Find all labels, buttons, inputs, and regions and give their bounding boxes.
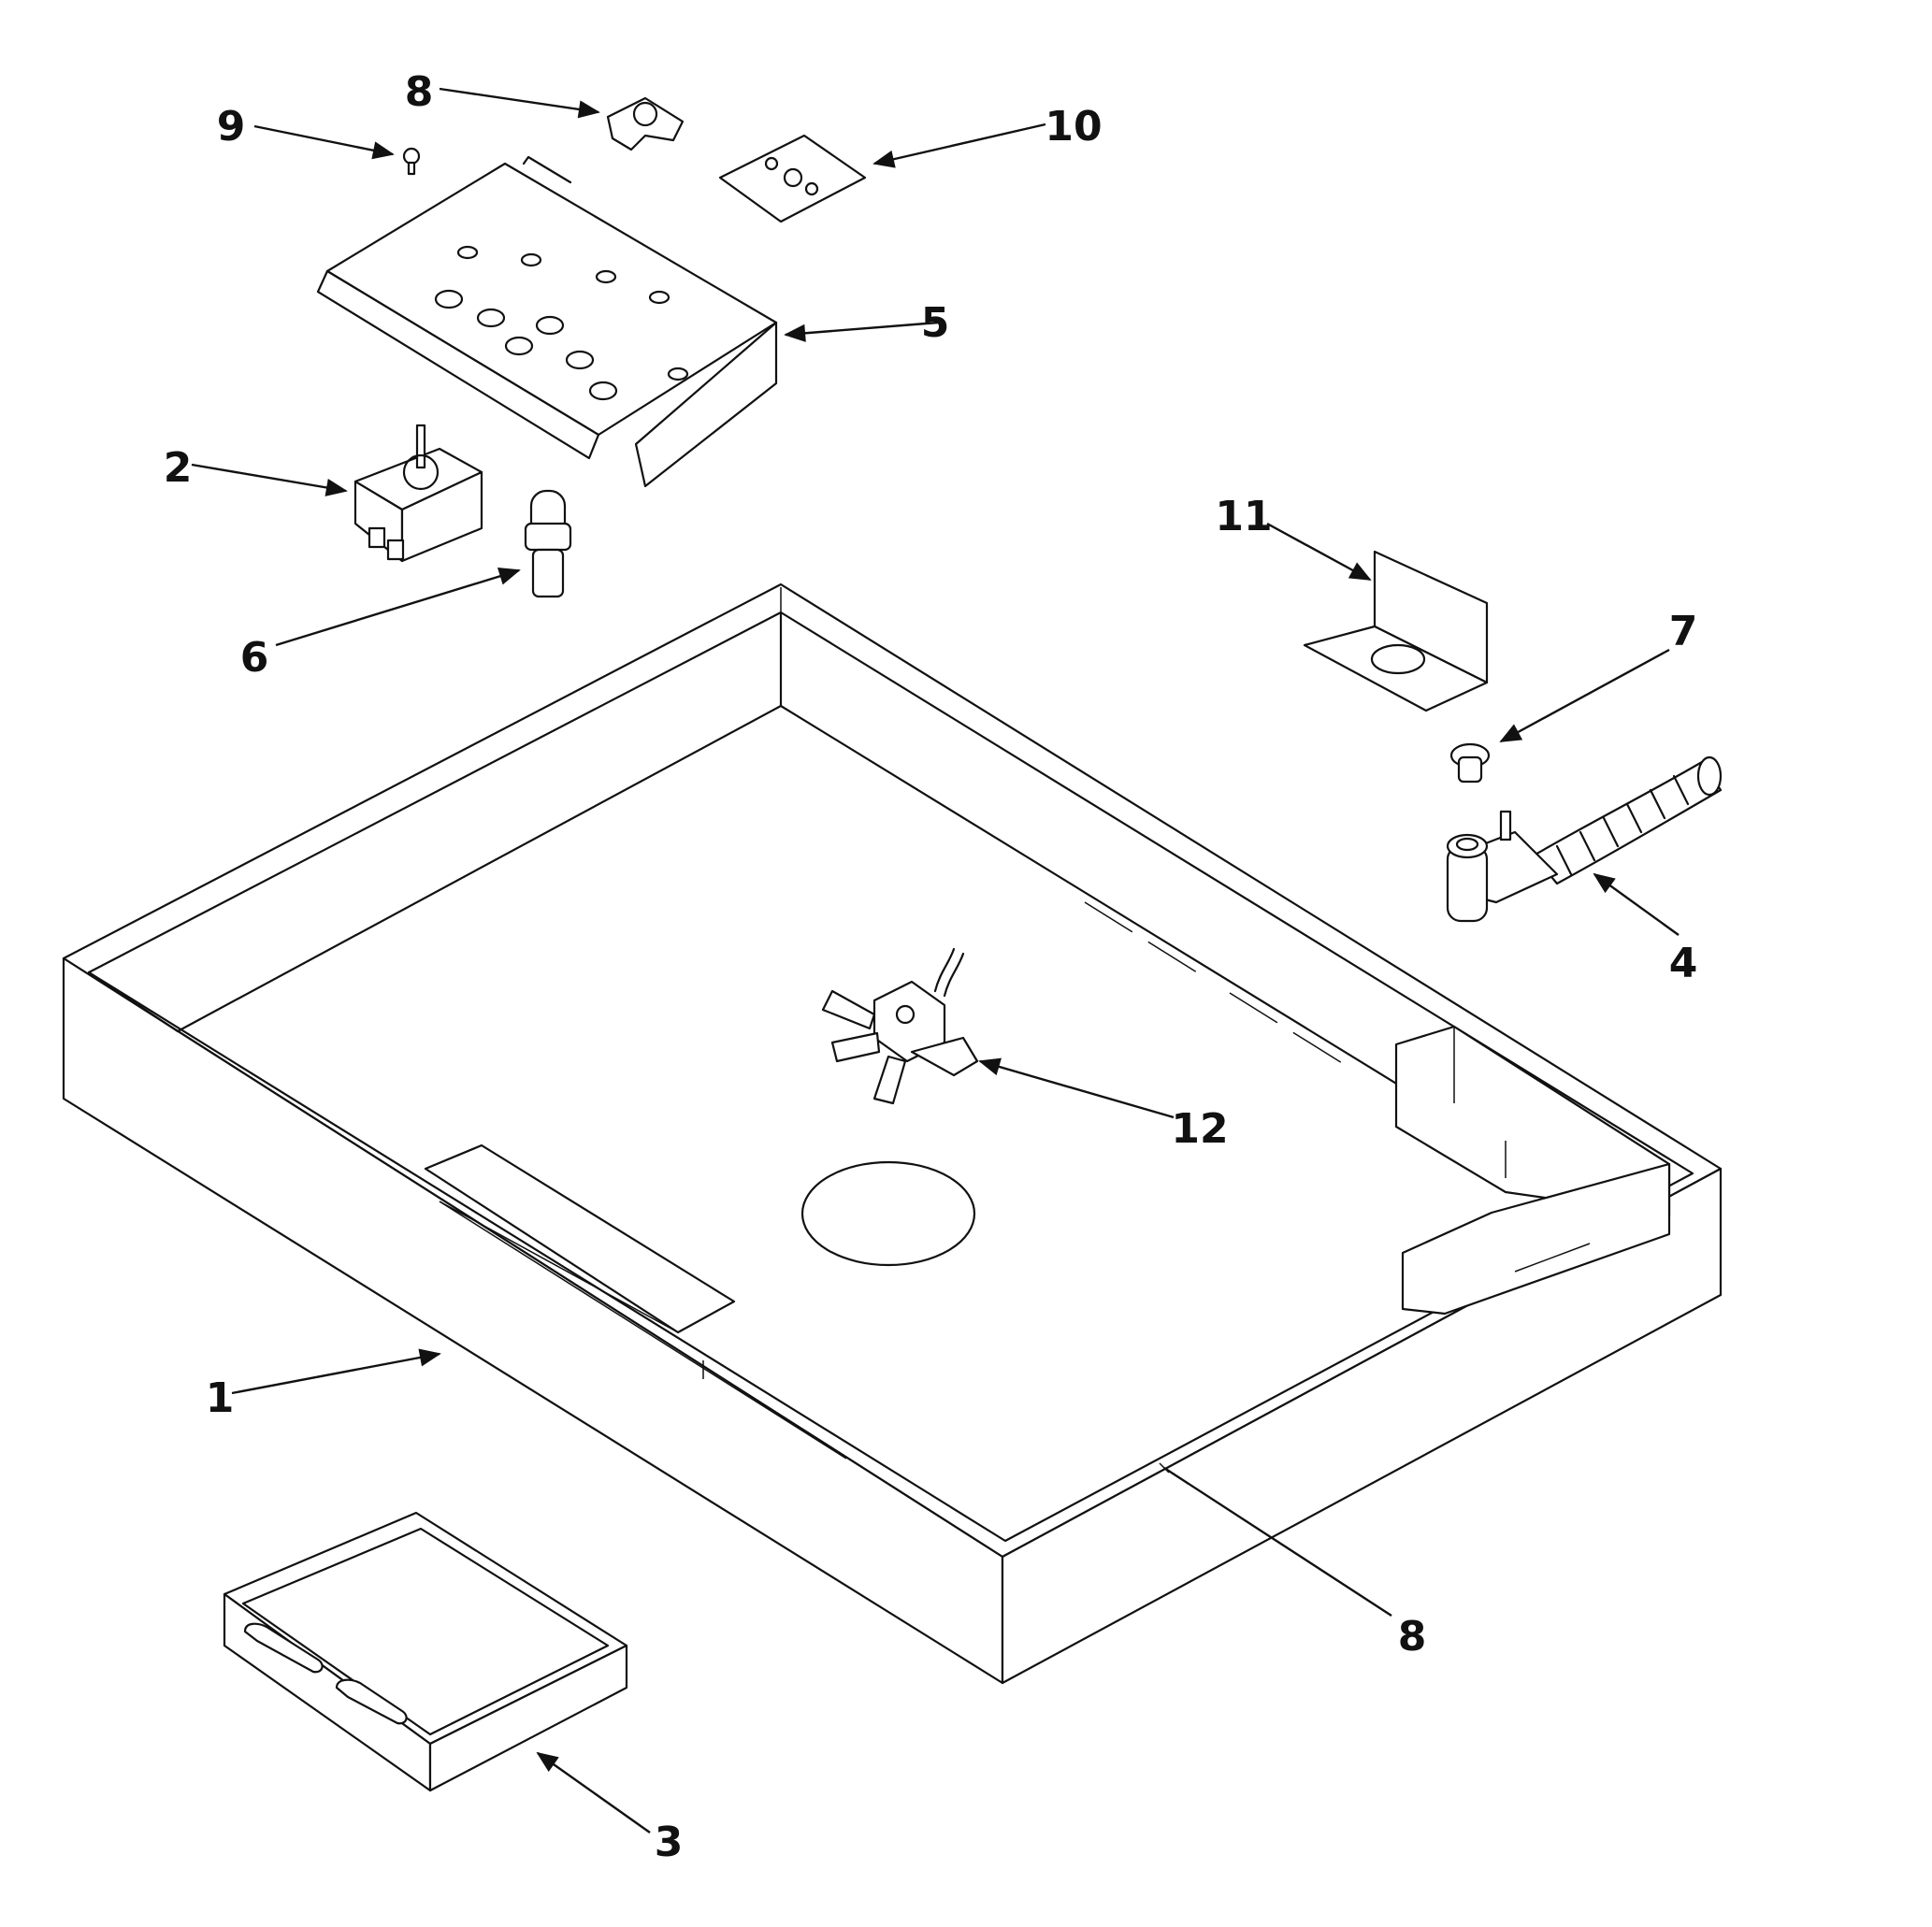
angle-bracket-part bbox=[1303, 550, 1489, 712]
gasket-plate-part bbox=[718, 134, 867, 223]
control-switch-part bbox=[353, 424, 483, 563]
callout-8-top: 8 bbox=[405, 68, 434, 116]
callout-10: 10 bbox=[1045, 103, 1102, 151]
callout-1: 1 bbox=[206, 1374, 235, 1422]
igniter-part bbox=[524, 489, 572, 598]
callout-2: 2 bbox=[164, 444, 193, 492]
callout-8-bottom: 8 bbox=[1398, 1613, 1427, 1661]
fan-motor-part bbox=[821, 947, 979, 1105]
callout-7: 7 bbox=[1669, 608, 1698, 655]
callout-9: 9 bbox=[217, 103, 246, 151]
callout-11: 11 bbox=[1215, 493, 1272, 540]
control-knob-holes bbox=[434, 245, 689, 401]
control-panel-part bbox=[316, 155, 778, 488]
callout-12: 12 bbox=[1171, 1105, 1228, 1153]
gas-regulator-part bbox=[1446, 755, 1723, 923]
leader-lines bbox=[191, 87, 1680, 1834]
callout-5: 5 bbox=[921, 299, 950, 347]
grommet-part bbox=[1449, 742, 1491, 784]
screw-part bbox=[402, 147, 421, 176]
drip-pan-part bbox=[223, 1511, 628, 1792]
callout-4: 4 bbox=[1669, 940, 1698, 987]
callout-3: 3 bbox=[655, 1819, 684, 1866]
callout-6: 6 bbox=[240, 634, 269, 682]
bracket-clip-part bbox=[606, 96, 685, 151]
hose-ribs bbox=[1555, 774, 1690, 876]
callout-labels: 8 9 10 5 2 6 11 7 4 12 1 8 3 bbox=[164, 68, 1698, 1866]
